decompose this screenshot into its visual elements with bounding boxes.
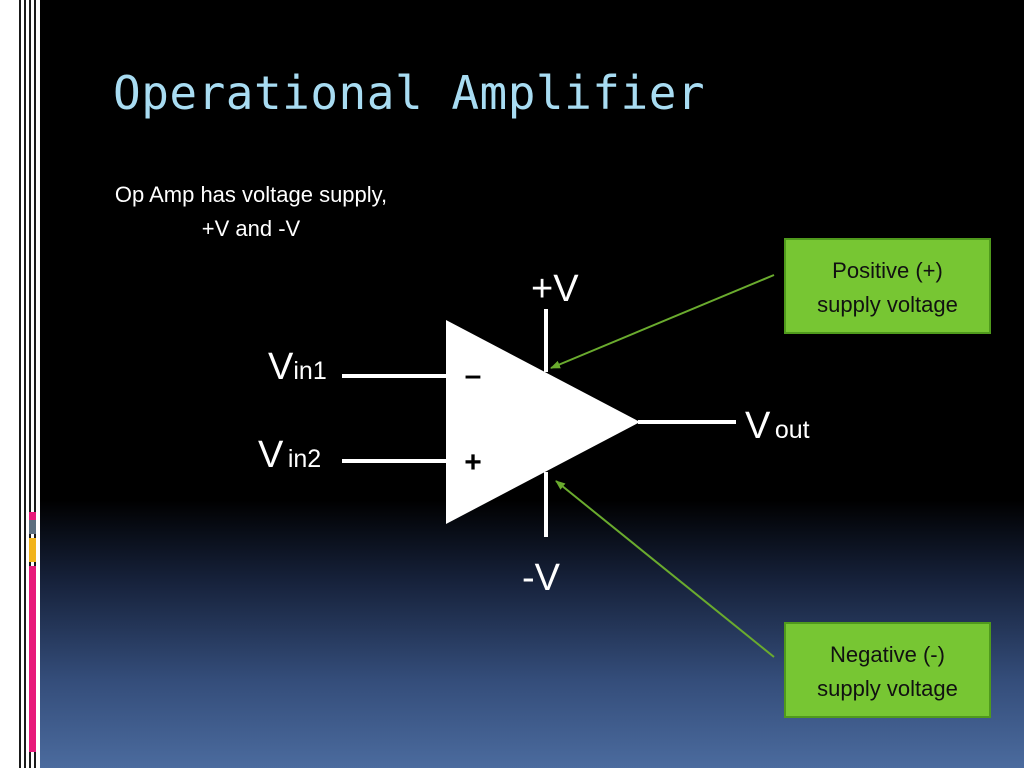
op-amp-triangle — [446, 320, 640, 524]
output-label-main: V — [745, 405, 771, 447]
output-label: V out — [745, 405, 810, 448]
callout-line: Positive (+) — [832, 258, 943, 283]
accent-bar-magenta — [29, 566, 36, 752]
accent-block-gray — [29, 520, 36, 534]
callout-line: supply voltage — [817, 292, 958, 317]
input2-label-sub: in2 — [287, 445, 322, 473]
positive-supply-callout: Positive (+) supply voltage — [784, 238, 991, 334]
subtitle-line: Op Amp has voltage supply, — [114, 182, 388, 207]
negative-supply-arrow — [555, 480, 775, 658]
negative-supply-callout: Negative (-) supply voltage — [784, 622, 991, 718]
output-label-sub: out — [774, 416, 810, 444]
inverting-input-sign: – — [465, 359, 482, 392]
strip-line — [29, 0, 31, 768]
slide-subtitle: Op Amp has voltage supply, +V and -V — [70, 178, 432, 246]
input1-label: Vin1 — [268, 346, 327, 389]
accent-block-magenta — [29, 512, 36, 520]
accent-block-gold — [29, 538, 36, 562]
input1-label-sub: in1 — [293, 357, 327, 385]
slide-title: Operational Amplifier — [113, 66, 706, 120]
strip-line — [24, 0, 26, 768]
input1-label-main: V — [268, 346, 294, 388]
callout-line: supply voltage — [817, 676, 958, 701]
input2-label: V in2 — [258, 434, 321, 477]
subtitle-line: +V and -V — [201, 216, 301, 241]
positive-supply-arrow — [550, 274, 775, 369]
left-decorative-strip — [0, 0, 40, 768]
callout-line: Negative (-) — [830, 642, 945, 667]
positive-supply-label: +V — [531, 268, 579, 310]
negative-supply-label: -V — [522, 557, 560, 599]
noninverting-input-sign: + — [464, 446, 482, 479]
input2-label-main: V — [258, 434, 284, 476]
strip-line — [34, 0, 36, 768]
strip-line — [19, 0, 21, 768]
